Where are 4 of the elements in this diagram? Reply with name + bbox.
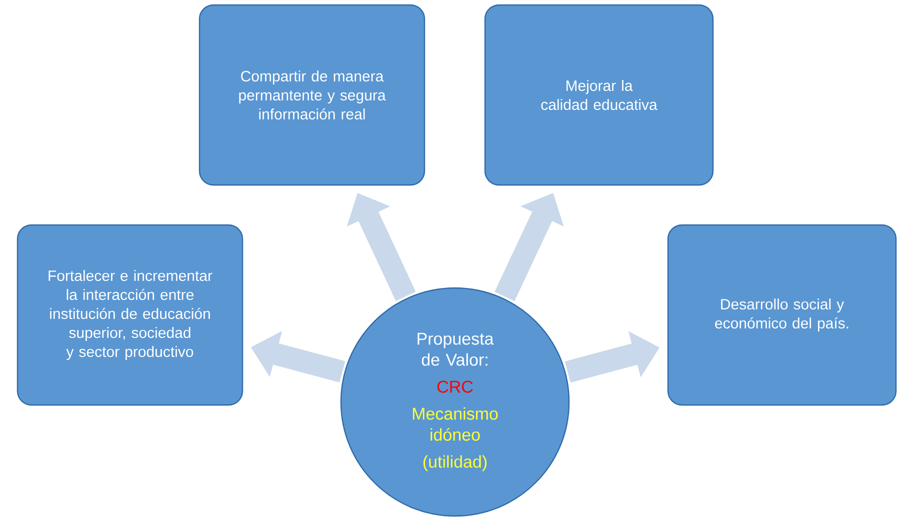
text-box: Compartir de manera permantente y segura información real bbox=[198, 4, 426, 186]
text-box: Mejorar la calidad educativa bbox=[484, 4, 714, 186]
text-box: Desarrollo social y económico del país. bbox=[667, 224, 897, 406]
text-box: Fortalecer e incrementar la interacción entre institución de educación superior, sociedad y sector productivo bbox=[16, 224, 244, 406]
